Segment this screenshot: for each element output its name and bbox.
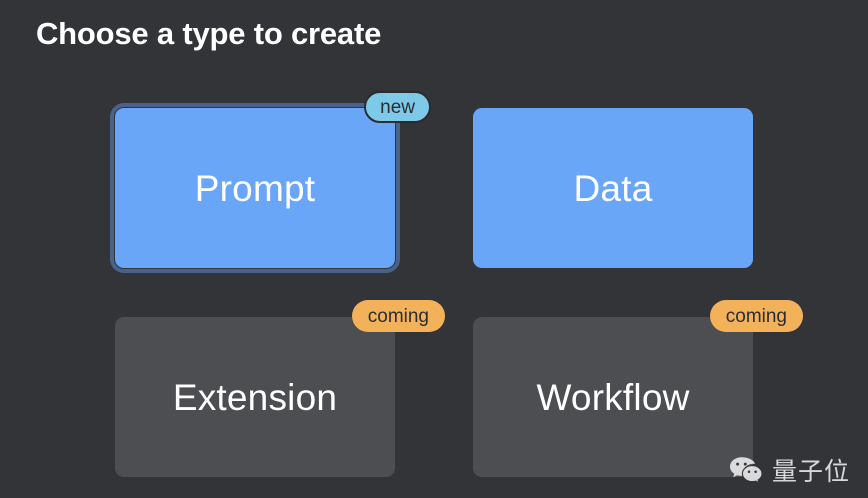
card-slot-workflow: Workflow coming: [473, 300, 803, 477]
type-card-label: Data: [573, 167, 653, 209]
watermark: 量子位: [729, 456, 850, 486]
badge-coming: coming: [351, 300, 445, 332]
card-slot-extension: Extension coming: [115, 300, 445, 477]
type-card-label: Workflow: [536, 376, 690, 418]
wechat-icon: [729, 456, 763, 486]
type-card-extension[interactable]: Extension: [115, 317, 395, 477]
type-card-label: Extension: [172, 376, 338, 418]
card-slot-prompt: Prompt new: [110, 91, 431, 273]
card-slot-data: Data: [473, 108, 753, 268]
type-card-workflow[interactable]: Workflow: [473, 317, 753, 477]
badge-new: new: [364, 91, 431, 123]
type-card-grid: Prompt new Data Extension coming Workflo…: [110, 91, 803, 477]
watermark-text: 量子位: [771, 456, 850, 486]
badge-coming: coming: [709, 300, 803, 332]
page-title: Choose a type to create: [36, 16, 382, 51]
type-card-label: Prompt: [194, 167, 316, 209]
type-card-prompt[interactable]: Prompt: [110, 103, 400, 273]
type-card-data[interactable]: Data: [473, 108, 753, 268]
